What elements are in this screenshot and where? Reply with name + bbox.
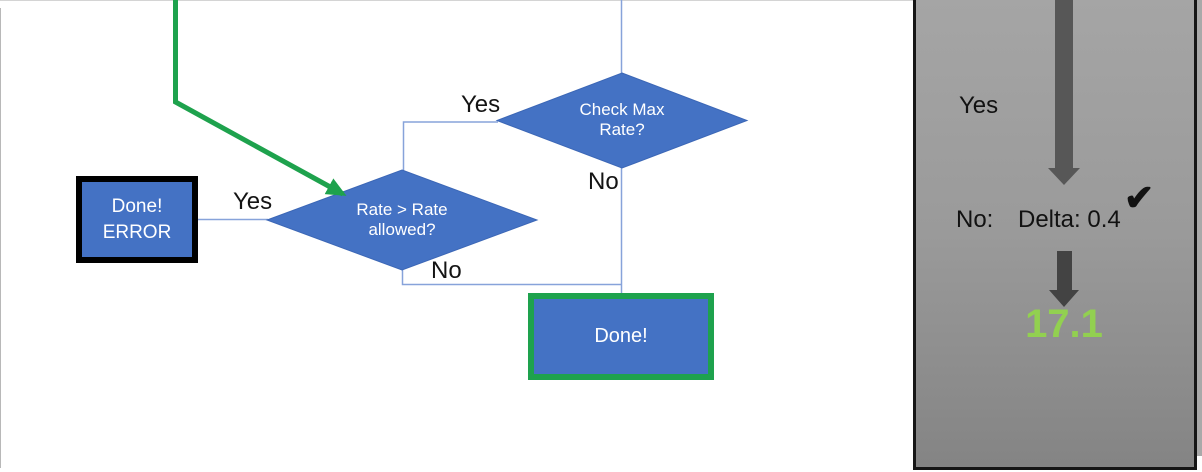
summary-panel[interactable]: Yes No: Delta: 0.4 ✔ 17.1 — [913, 0, 1197, 470]
done-error-line2: ERROR — [102, 221, 172, 243]
down-arrow-icon-head — [1048, 168, 1080, 185]
check-icon: ✔ — [1124, 177, 1155, 218]
panel-delta-value: Delta: 0.4 — [1018, 206, 1121, 233]
done-error-box[interactable]: Done! ERROR — [76, 176, 198, 263]
check-max-no-label: No — [588, 168, 619, 195]
panel-no-label: No: — [956, 206, 994, 233]
connector-rate-no-to-done — [401, 270, 621, 286]
check-max-yes-label: Yes — [461, 91, 501, 118]
small-down-arrow-icon-head — [1049, 290, 1079, 307]
slide-top-edge — [0, 0, 913, 1]
result-value: 17.1 — [1025, 302, 1103, 346]
rate-allowed-no-label: No — [431, 257, 462, 284]
rate-allowed-yes-label: Yes — [233, 188, 273, 215]
diamond-check-max-rate-label: Check Max Rate? — [537, 100, 707, 140]
done-box-label: Done! — [594, 325, 648, 347]
diamond-rate-line1: Rate > Rate — [356, 200, 448, 219]
panel-outer-strip — [1197, 0, 1202, 456]
diamond-rate-allowed-label: Rate > Rate allowed? — [317, 200, 487, 240]
diamond-check-max-rate[interactable] — [495, 72, 749, 169]
diamond-rate-line2: allowed? — [368, 220, 436, 239]
slide-left-edge — [0, 8, 1, 468]
down-arrow-icon — [1055, 0, 1073, 169]
small-down-arrow-icon — [1057, 251, 1072, 291]
done-box[interactable]: Done! — [528, 293, 714, 380]
diamond-check-max-line1: Check Max — [579, 100, 665, 119]
connector-check-max-yes — [402, 121, 498, 172]
done-error-line1: Done! — [111, 195, 163, 217]
panel-yes-label: Yes — [959, 92, 999, 119]
green-flow-arrow — [173, 0, 347, 197]
diamond-check-max-line2: Rate? — [599, 120, 645, 139]
